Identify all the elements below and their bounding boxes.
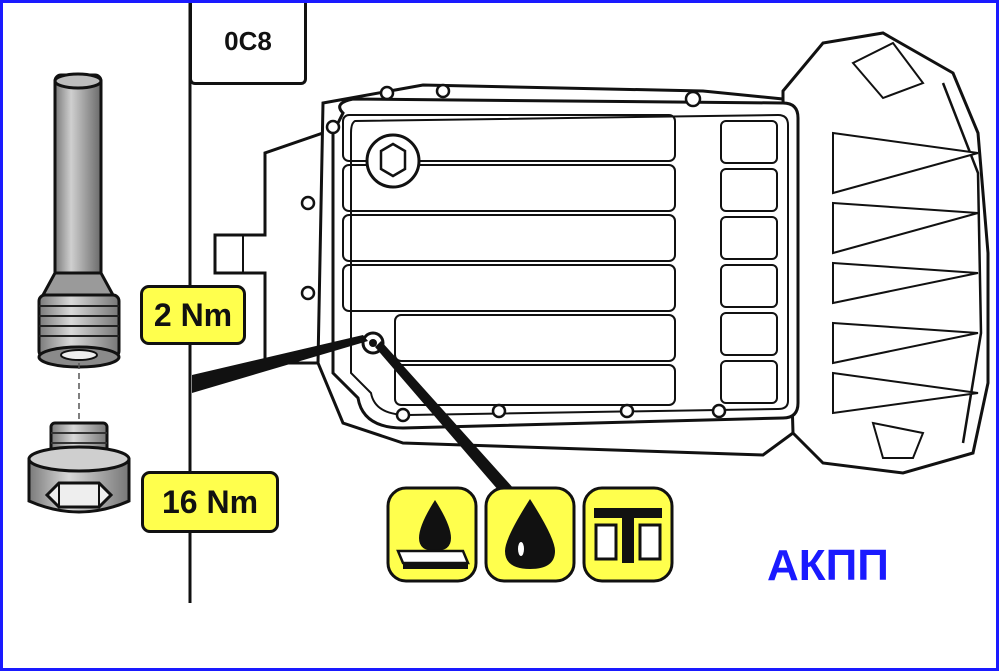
drain-fluid-icon xyxy=(386,486,478,583)
drain-plug-torque-label: 16 Nm xyxy=(141,471,279,533)
transmission-drawing xyxy=(27,3,990,603)
check-plug-part xyxy=(37,72,121,369)
seal-ring-icon xyxy=(582,486,674,583)
code-label-text: 0C8 xyxy=(224,25,272,56)
transmission-housing xyxy=(213,31,990,475)
transmission-caption-text: АКПП xyxy=(767,541,889,590)
fluid-drop-icon xyxy=(484,486,576,583)
check-plug-torque-text: 2 Nm xyxy=(153,296,233,333)
leader-lines xyxy=(192,335,523,505)
pan-bolts xyxy=(300,83,727,423)
pan-ribs xyxy=(342,114,778,406)
transmission-caption: АКПП xyxy=(767,541,889,591)
drain-plug-torque-text: 16 Nm xyxy=(161,483,259,520)
drain-plug-part xyxy=(27,421,131,514)
check-plug-torque-label: 2 Nm xyxy=(140,285,246,345)
code-label: 0C8 xyxy=(189,3,307,85)
